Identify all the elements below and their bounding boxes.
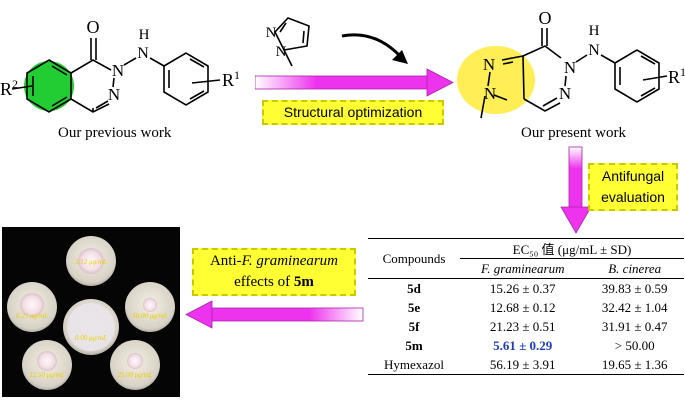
pyrazole-reagent: N N <box>266 17 408 67</box>
present-r1-label: R1 <box>668 65 685 87</box>
petri-dish-photo: 3.12 μg/mL 6.25 μg/mL 50.00 μg/mL 0.00 μ… <box>2 227 180 397</box>
yellow-highlight <box>457 46 535 114</box>
present-work-caption: Our present work <box>521 125 626 141</box>
n1-label: N <box>108 85 120 104</box>
new-pyrazole-n1: N <box>484 84 496 103</box>
fg-cell: 12.68 ± 0.12 <box>489 299 556 315</box>
arrow-down <box>560 146 592 234</box>
fg-cell: 56.19 ± 3.91 <box>460 355 586 375</box>
present-nh-h: H <box>589 23 600 39</box>
header-ec50: EC₅₀ 值 (μg/mL ± SD) <box>460 238 684 259</box>
bc-cell: 39.83 ± 0.59 <box>601 280 668 296</box>
fg-cell: 15.26 ± 0.37 <box>489 280 556 296</box>
compound-cell: Hymexazol <box>368 355 460 375</box>
effects-line1: Anti-F. graminearum <box>209 253 339 269</box>
header-compounds: Compounds <box>368 238 460 279</box>
previous-work-structure: O N H N N R2 R1 <box>0 17 240 113</box>
table-row: Hymexazol 56.19 ± 3.91 19.65 ± 1.36 <box>368 355 684 375</box>
ec50-table: Compounds EC₅₀ 值 (μg/mL ± SD) F. gramine… <box>368 238 684 375</box>
present-carbonyl-o: O <box>539 8 552 28</box>
antifungal-line2: evaluation <box>601 189 665 205</box>
present-n3: N <box>564 58 576 77</box>
nh-h-label: H <box>139 27 150 43</box>
compound-cell: 5m <box>405 337 423 353</box>
n3-label: N <box>112 61 124 80</box>
table-row: 5f 21.23 ± 0.51 31.91 ± 0.47 <box>368 317 684 336</box>
dish-label-left: 6.25 μg/mL <box>16 312 48 320</box>
dish-label-right: 50.00 μg/mL <box>132 312 168 320</box>
bc-cell: 19.65 ± 1.36 <box>585 355 684 375</box>
fg-cell-highlight: 5.61 ± 0.29 <box>493 337 553 353</box>
present-nh-n: N <box>588 42 600 59</box>
table-row: 5d 15.26 ± 0.37 39.83 ± 0.59 <box>368 279 684 299</box>
bc-cell: > 50.00 <box>614 337 655 353</box>
pyrazole-n1: N <box>276 44 287 60</box>
compound-cell: 5d <box>407 280 421 296</box>
new-pyrazole-n2: N <box>483 55 495 74</box>
antifungal-line1: Antifungal <box>601 168 665 184</box>
compound-cell: 5e <box>407 299 421 315</box>
table-row: 5e 12.68 ± 0.12 32.42 ± 1.04 <box>368 298 684 317</box>
effects-line2: effects of 5m <box>234 274 314 290</box>
pyrazole-n2: N <box>266 25 277 41</box>
header-f-graminearum: F. graminearum <box>460 258 586 279</box>
carbonyl-o: O <box>87 17 100 37</box>
r2-label: R2 <box>0 77 18 99</box>
nh-n-label: N <box>137 45 149 62</box>
table-row: 5m 5.61 ± 0.29 > 50.00 <box>368 336 684 355</box>
dish-label-bottom-right: 25.00 μg/mL <box>117 371 153 379</box>
previous-work-caption: Our previous work <box>58 125 172 141</box>
compound-cell: 5f <box>408 318 420 334</box>
header-b-cinerea: B. cinerea <box>585 258 684 279</box>
fg-cell: 21.23 ± 0.51 <box>489 318 556 334</box>
bc-cell: 31.91 ± 0.47 <box>601 318 668 334</box>
structural-optimization-label: Structural optimization <box>262 100 444 125</box>
anti-fg-effects-label: Anti-F. graminearum effects of 5m <box>192 248 356 296</box>
dish-label-center: 0.00 μg/mL <box>75 334 107 342</box>
petri-dishes: 3.12 μg/mL 6.25 μg/mL 50.00 μg/mL 0.00 μ… <box>7 236 175 390</box>
green-highlight <box>24 61 74 111</box>
dish-label-bottom-left: 12.50 μg/mL <box>29 371 65 379</box>
present-work-structure: O N H N N N N R1 <box>457 8 685 119</box>
bc-cell: 32.42 ± 1.04 <box>601 299 668 315</box>
r1-label: R1 <box>222 68 240 90</box>
present-n1: N <box>559 84 571 103</box>
arrow-left <box>185 300 364 329</box>
dish-label-top: 3.12 μg/mL <box>74 258 107 266</box>
arrow-right <box>255 68 454 97</box>
antifungal-evaluation-label: Antifungal evaluation <box>588 163 678 211</box>
